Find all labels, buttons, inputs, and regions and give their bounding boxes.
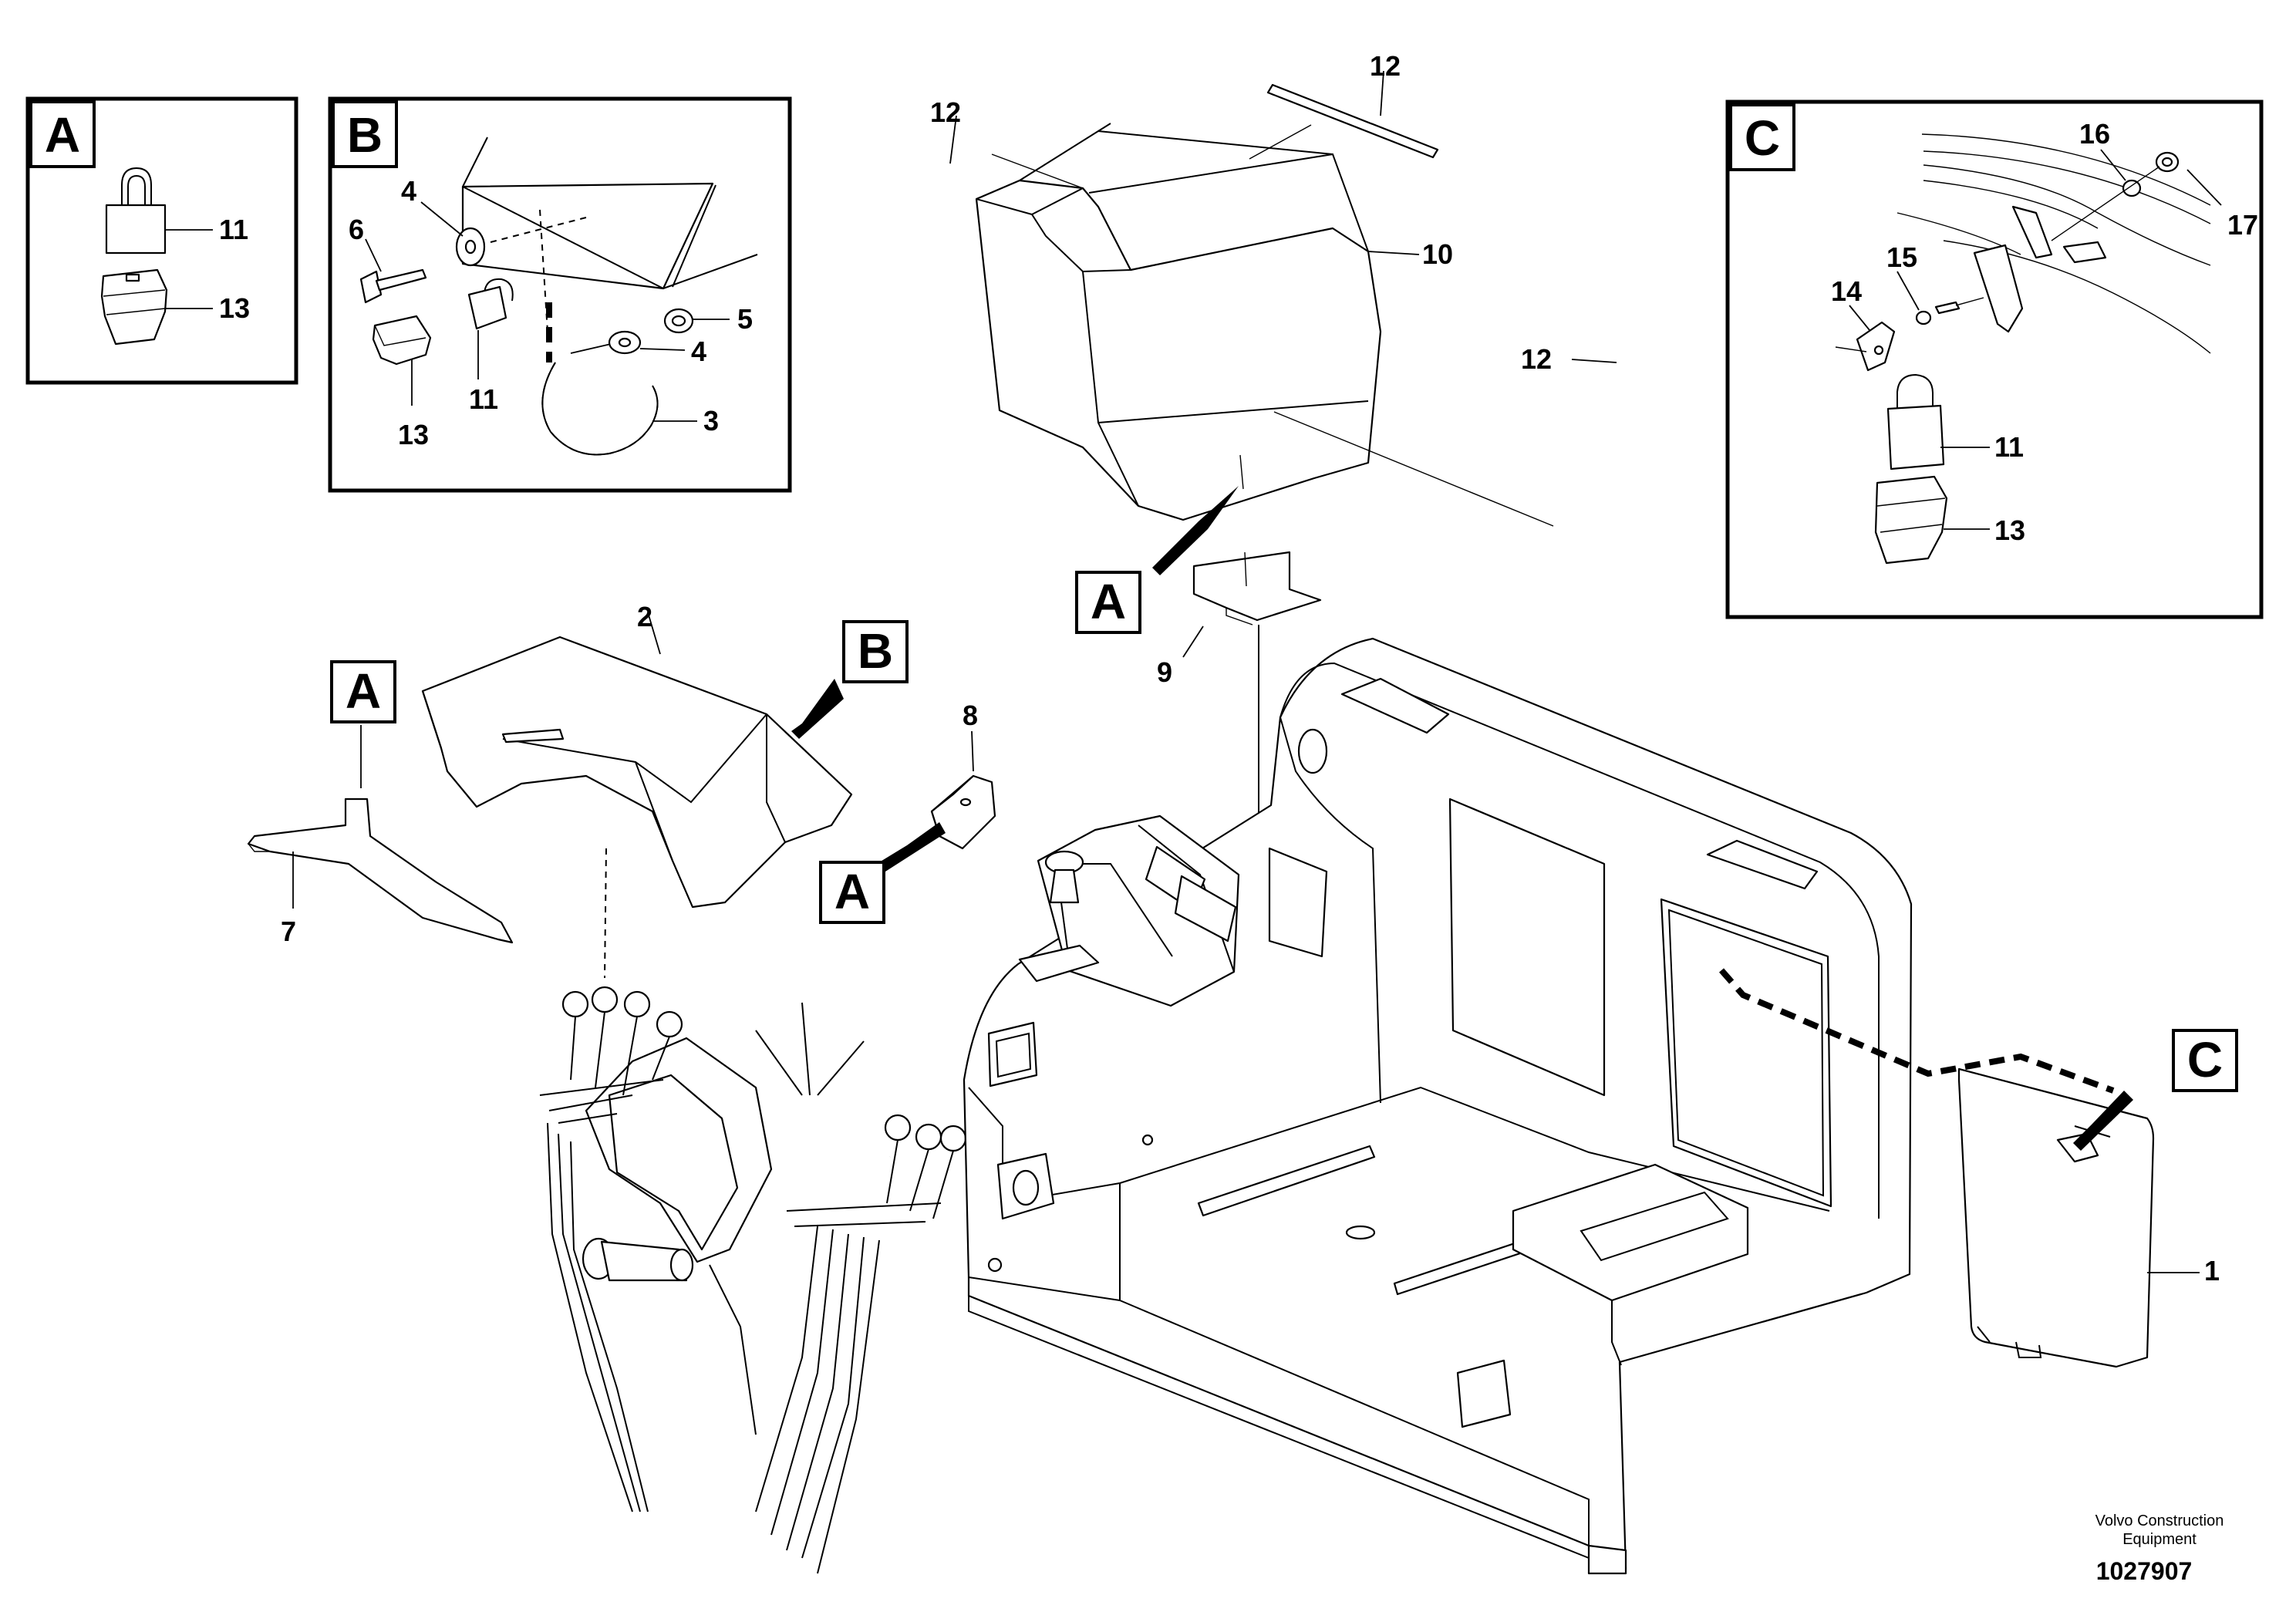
- padlock-icon: [467, 278, 514, 330]
- ref-label-a-bracket7: A: [346, 663, 381, 719]
- lock-cover-icon: [100, 268, 168, 346]
- padlock-icon: [1886, 373, 1945, 470]
- callout-11: 11: [219, 214, 248, 245]
- callout-17: 17: [2227, 209, 2258, 241]
- callout-1: 1: [2204, 1255, 2220, 1286]
- callout-4-lower: 4: [691, 336, 706, 367]
- bracket-9: [1192, 551, 1322, 626]
- callout-2: 2: [637, 601, 652, 632]
- nut-icon: [663, 308, 694, 334]
- guard-rod-left: [851, 53, 1070, 265]
- detail-box-a: A 11 13: [25, 96, 298, 385]
- ref-label-a-cover10: A: [1091, 574, 1126, 629]
- callout-11: 11: [469, 383, 498, 415]
- console-cover-2: [421, 636, 853, 909]
- bracket-7: [247, 798, 514, 944]
- callout-5: 5: [737, 303, 753, 335]
- callout-8: 8: [963, 700, 978, 731]
- credit-company-line1: Volvo Construction: [2095, 1512, 2224, 1529]
- lever-knob-icon: [561, 986, 683, 1038]
- callout-6: 6: [349, 214, 364, 245]
- control-levers-assembly: [539, 986, 967, 1574]
- callout-12-top: 12: [1370, 50, 1401, 82]
- ref-label-c-panel1: C: [2187, 1032, 2223, 1088]
- callout-12-right: 12: [1521, 343, 1552, 375]
- callout-3: 3: [703, 405, 719, 437]
- guard-rod-right: [1332, 282, 1627, 629]
- callout-11: 11: [1994, 431, 2024, 463]
- hasp-icon: [1856, 321, 1896, 372]
- callout-9: 9: [1157, 656, 1172, 688]
- detail-box-c-title: C: [1745, 110, 1780, 166]
- credit-company-line2: Equipment: [2122, 1531, 2197, 1548]
- nut-icon: [2155, 151, 2180, 173]
- callout-13: 13: [1994, 514, 2025, 546]
- callout-12-left: 12: [930, 96, 961, 128]
- detail-box-b: B: [328, 96, 792, 493]
- detail-box-b-title: B: [347, 107, 383, 163]
- detail-box-c: C: [1725, 99, 2264, 619]
- detail-box-a-title: A: [45, 107, 80, 163]
- ref-label-b-cover2: B: [858, 623, 893, 679]
- ref-label-a-bracket8: A: [834, 864, 870, 919]
- callout-4-upper: 4: [401, 175, 416, 207]
- lock-cover-icon: [372, 315, 432, 366]
- washer-icon: [2122, 179, 2142, 197]
- chain-icon: [541, 362, 659, 456]
- document-number: 1027907: [2096, 1557, 2193, 1585]
- bracket-8: [930, 774, 996, 850]
- callout-16: 16: [2079, 118, 2110, 150]
- cab-interior-shell: [963, 637, 1913, 1575]
- callout-15: 15: [1886, 241, 1917, 273]
- padlock-icon: [105, 167, 167, 255]
- guard-rod-top: [1266, 83, 1439, 159]
- lock-cover-icon: [1874, 475, 1948, 565]
- callout-10: 10: [1422, 238, 1453, 270]
- bolt-icon: [359, 268, 427, 304]
- callout-7: 7: [281, 916, 296, 947]
- callout-13: 13: [219, 292, 250, 324]
- console-cover-10: [975, 123, 1554, 527]
- access-panel-1: [1957, 1067, 2155, 1368]
- callout-13: 13: [398, 419, 429, 450]
- callout-14: 14: [1831, 275, 1862, 307]
